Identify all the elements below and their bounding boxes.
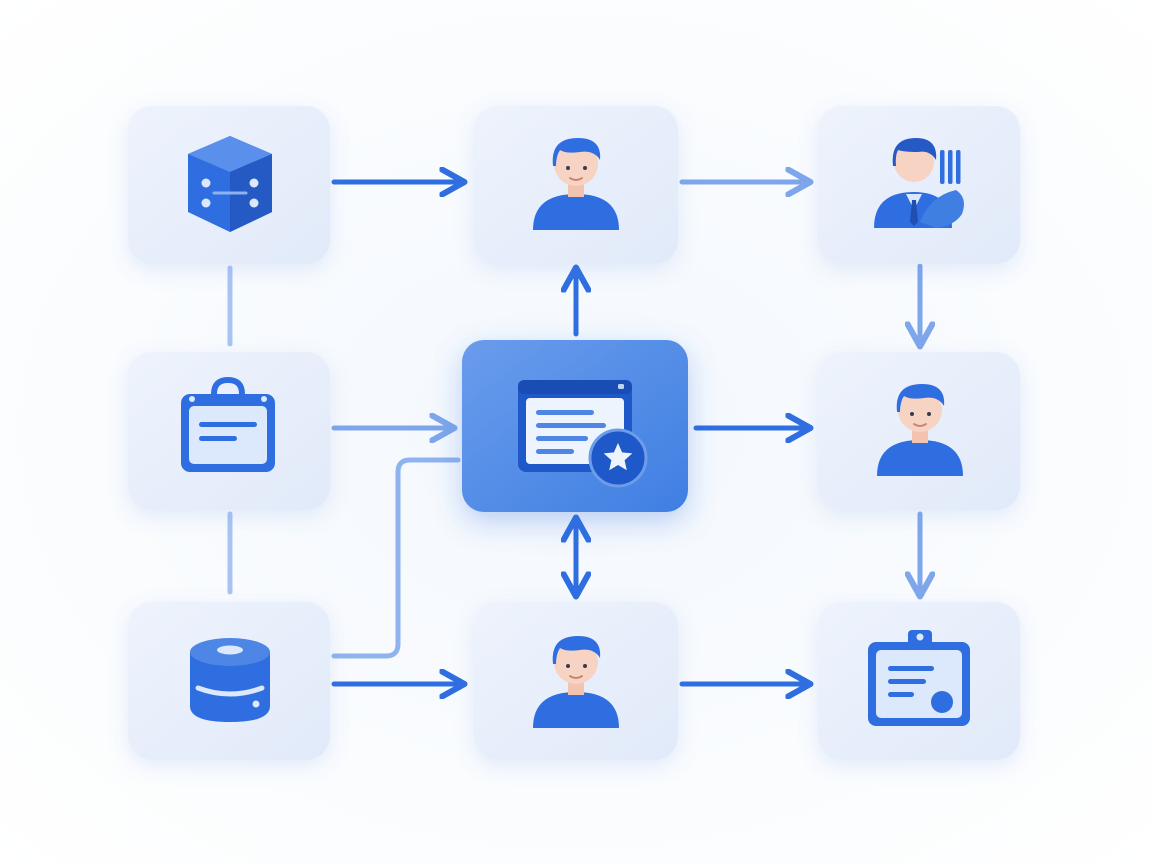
user-icon xyxy=(877,384,963,476)
node-manager[interactable] xyxy=(818,106,1020,264)
cube-icon xyxy=(188,136,272,232)
clipboard-icon xyxy=(181,376,275,472)
node-hub[interactable] xyxy=(462,340,688,512)
node-user-top[interactable] xyxy=(474,106,678,264)
user-icon xyxy=(533,138,619,230)
node-user-middle[interactable] xyxy=(818,352,1020,510)
elbow-database-to-hub xyxy=(331,457,461,659)
node-certificate[interactable] xyxy=(818,602,1020,760)
node-database[interactable] xyxy=(128,602,330,760)
user-icon xyxy=(533,636,619,728)
connectors xyxy=(227,182,920,684)
node-source-cube[interactable] xyxy=(128,106,330,264)
database-icon xyxy=(190,638,270,722)
badge-document-icon xyxy=(868,630,970,726)
node-user-bottom[interactable] xyxy=(474,602,678,760)
user-tie-icon xyxy=(874,138,964,228)
node-card xyxy=(818,106,1020,264)
node-clipboard-source[interactable] xyxy=(128,352,330,510)
star-badge-icon xyxy=(588,428,648,488)
